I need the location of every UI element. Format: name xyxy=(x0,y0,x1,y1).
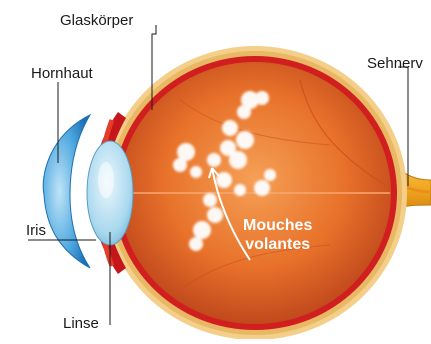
floater xyxy=(237,105,251,119)
floater xyxy=(173,158,187,172)
floater xyxy=(189,237,203,251)
floater xyxy=(264,169,276,181)
annotation-line1: Mouches xyxy=(243,216,312,235)
label-hornhaut: Hornhaut xyxy=(31,65,93,82)
floater xyxy=(207,207,223,223)
label-sehnerv: Sehnerv xyxy=(367,55,423,72)
floater xyxy=(229,151,247,169)
floater xyxy=(207,153,221,167)
annotation-line2: volantes xyxy=(243,235,312,254)
floater xyxy=(255,91,269,105)
floater xyxy=(203,193,217,207)
floater xyxy=(190,166,202,178)
label-linse: Linse xyxy=(63,315,99,332)
floater xyxy=(234,184,246,196)
label-mouches-volantes: Mouches volantes xyxy=(243,216,312,254)
floater xyxy=(236,131,254,149)
label-iris: Iris xyxy=(26,222,46,239)
floater xyxy=(254,180,270,196)
label-glaskoerper: Glaskörper xyxy=(60,12,133,29)
cornea-shape xyxy=(43,115,90,268)
floater xyxy=(222,120,238,136)
floater xyxy=(193,221,211,239)
